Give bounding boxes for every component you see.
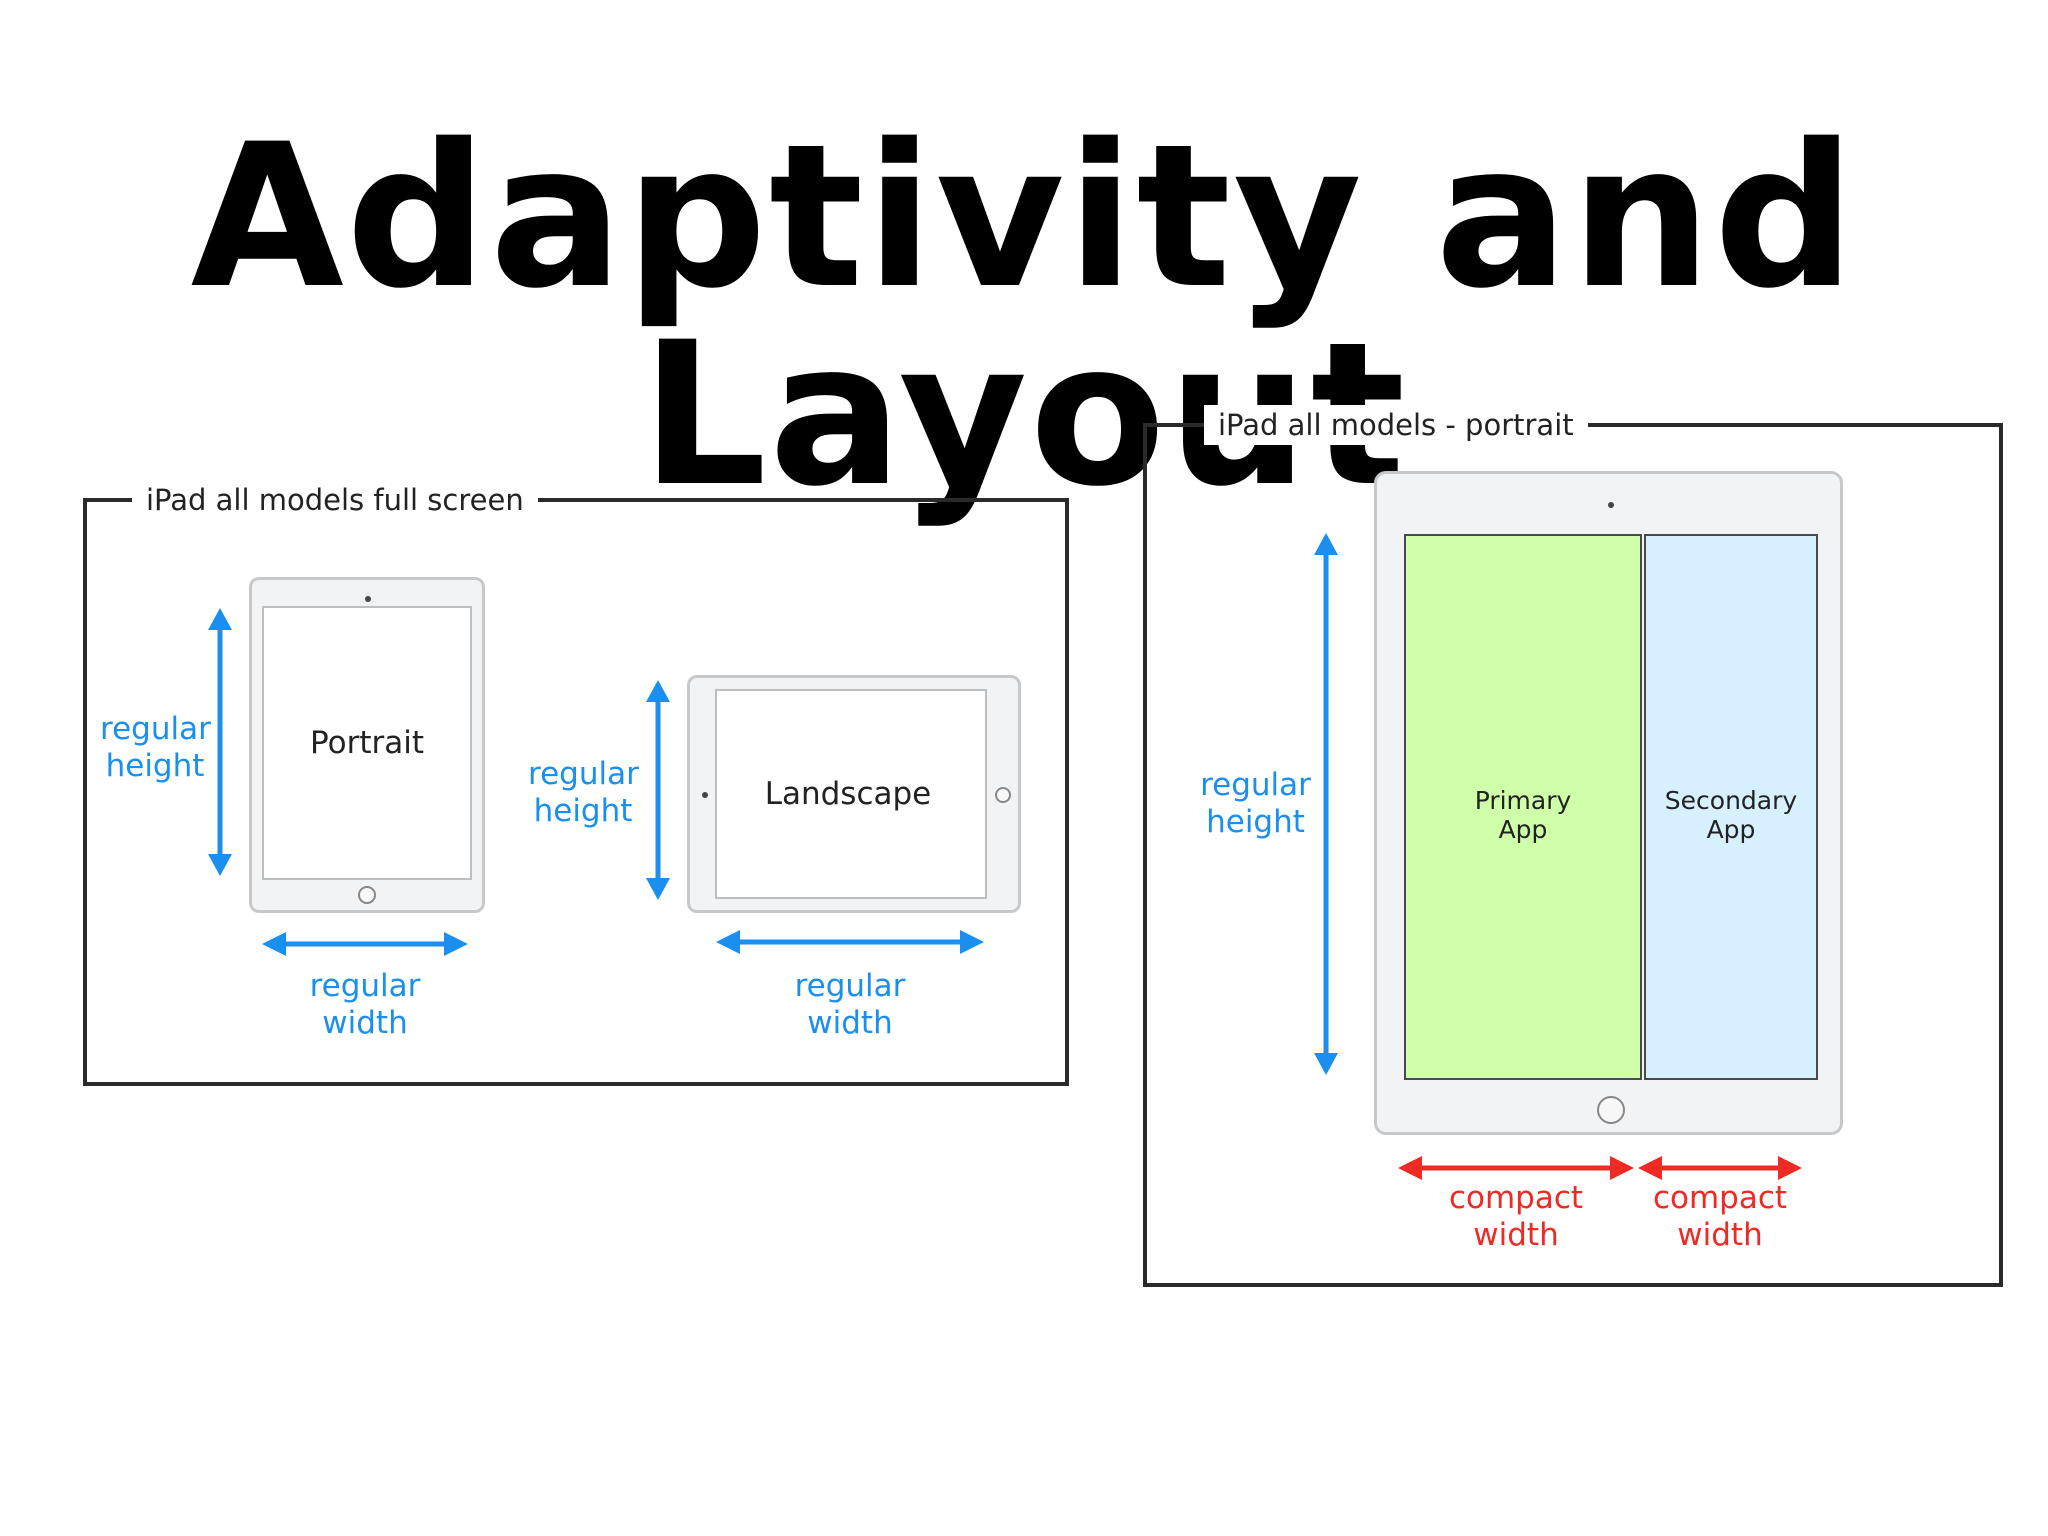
full-screen-panel-caption: iPad all models full screen <box>132 480 538 520</box>
secondary-width-label: compact width <box>1652 1180 1788 1253</box>
split-ipad: Primary App Secondary App <box>1374 471 1843 1135</box>
secondary-app-label: Secondary App <box>1664 786 1798 844</box>
portrait-width-arrow <box>262 932 468 956</box>
portrait-height-label: regular height <box>100 711 211 784</box>
portrait-width-label: regular width <box>309 968 421 1041</box>
portrait-label: Portrait <box>310 725 424 761</box>
secondary-app-pane: Secondary App <box>1644 534 1818 1080</box>
landscape-label: Landscape <box>764 776 932 812</box>
split-height-label: regular height <box>1200 767 1311 840</box>
secondary-width-arrow <box>1638 1156 1802 1180</box>
landscape-screen <box>715 689 987 899</box>
full-screen-panel: iPad all models full screen <box>83 480 1069 1086</box>
camera-dot <box>1608 502 1614 508</box>
home-button <box>1597 1096 1625 1124</box>
portrait-height-arrow <box>208 608 232 876</box>
landscape-width-label: regular width <box>794 968 906 1041</box>
primary-width-label: compact width <box>1448 1180 1584 1253</box>
primary-app-label: Primary App <box>1474 786 1572 844</box>
camera-dot <box>365 596 371 602</box>
split-view-panel-caption: iPad all models - portrait <box>1204 405 1588 445</box>
portrait-screen <box>262 606 472 880</box>
camera-dot <box>702 792 708 798</box>
primary-app-pane: Primary App <box>1404 534 1642 1080</box>
landscape-width-arrow <box>716 930 984 954</box>
home-button <box>995 787 1011 803</box>
split-view-panel: iPad all models - portrait <box>1143 405 2003 1287</box>
landscape-ipad <box>687 675 1021 913</box>
primary-width-arrow <box>1398 1156 1634 1180</box>
split-height-arrow <box>1314 533 1338 1075</box>
landscape-height-arrow <box>646 680 670 900</box>
landscape-height-label: regular height <box>528 756 639 829</box>
portrait-ipad <box>249 577 485 913</box>
home-button <box>358 886 376 904</box>
